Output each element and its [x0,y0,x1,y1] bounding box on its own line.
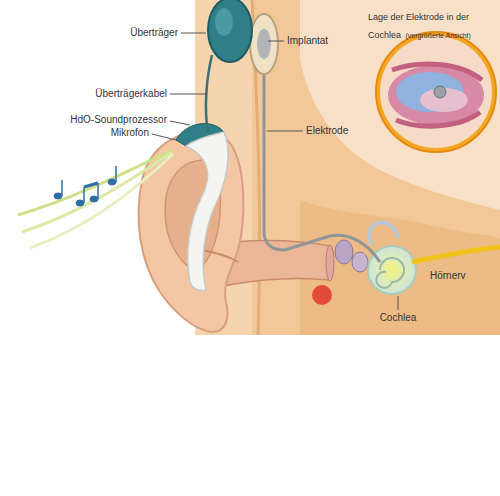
tragus [200,250,238,262]
transmitter-highlight [215,8,233,36]
cochlea-spiral [376,258,404,288]
transmitter [208,0,252,62]
part-label: Elektrode [306,125,348,137]
middle-ear [312,285,332,305]
bone [252,0,500,335]
sound-wave [18,150,172,215]
processor-body [186,132,228,291]
inset-view [376,32,500,152]
part-label: Überträger [130,27,178,39]
music-notes [54,166,116,206]
part-label: Hörnerv [430,270,466,282]
ossicle [352,252,368,272]
part-label: HdO-Soundprozessor [70,114,167,126]
electrode-wire [264,72,380,262]
leader-lines [152,33,398,310]
sound-wave [30,154,173,248]
part-label: Mikrofon [111,127,149,139]
part-label: Überträgerkabel [95,88,167,100]
ossicle [335,240,353,264]
implant-body [250,14,278,74]
outer-ear [139,131,244,332]
sound-wave [22,152,172,232]
implant-magnet [257,29,271,59]
inset-subtitle: (vergrößerte Ansicht) [405,32,470,39]
eardrum [326,245,334,281]
part-label: Implantat [287,35,328,47]
brain-area [300,0,500,210]
inset-heading: Lage der Elektrode in der Cochlea (vergr… [368,6,498,44]
canal [369,223,398,245]
part-label: Cochlea [380,312,417,324]
auditory-nerve [412,247,500,262]
temporal-bone [300,200,500,335]
